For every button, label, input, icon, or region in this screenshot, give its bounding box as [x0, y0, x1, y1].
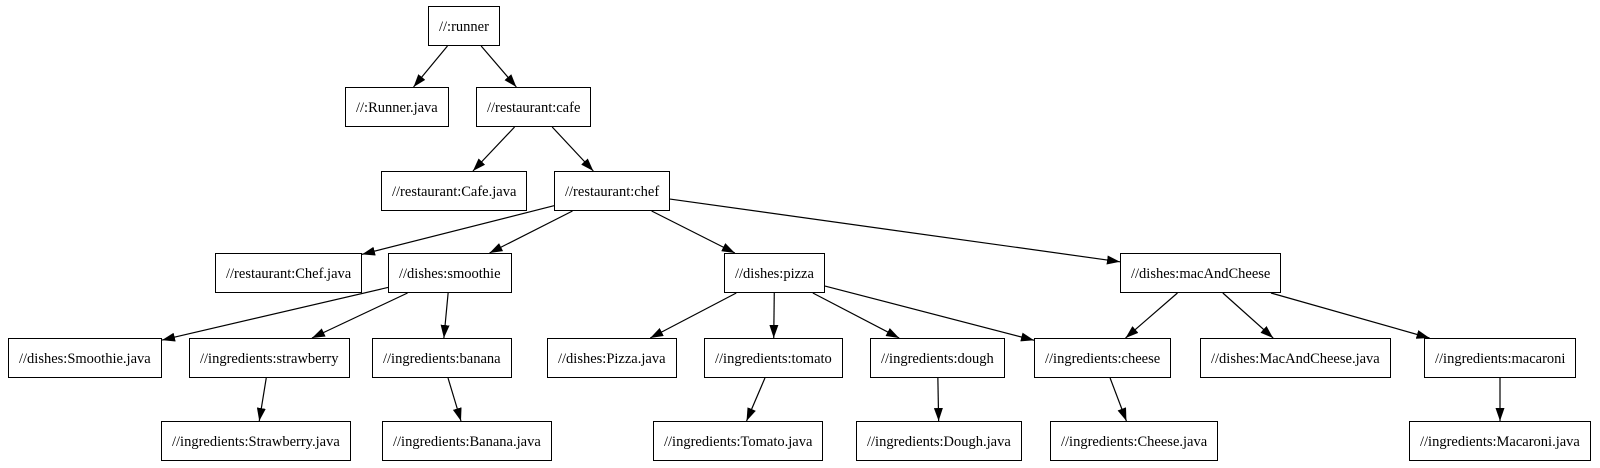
graph-node-strawberry: //ingredients:strawberry — [189, 338, 350, 378]
graph-node-smoothie-java: //dishes:Smoothie.java — [8, 338, 162, 378]
graph-node-macaroni: //ingredients:macaroni — [1424, 338, 1577, 378]
graph-node-dough: //ingredients:dough — [870, 338, 1005, 378]
graph-node-mac-and-cheese-java: //dishes:MacAndCheese.java — [1200, 338, 1391, 378]
edge-mac-and-cheese-to-macaroni — [1270, 292, 1430, 339]
graph-node-chef: //restaurant:chef — [554, 171, 671, 211]
graph-node-cafe: //restaurant:cafe — [476, 87, 592, 127]
graph-node-tomato-java: //ingredients:Tomato.java — [653, 421, 824, 461]
edge-smoothie-to-banana — [440, 292, 450, 339]
graph-node-banana-java: //ingredients:Banana.java — [382, 421, 552, 461]
edge-chef-to-chef-java — [361, 205, 555, 256]
edge-runner-to-cafe — [480, 45, 517, 88]
graph-node-runner: //:runner — [428, 6, 500, 46]
graph-node-pizza: //dishes:pizza — [724, 253, 825, 293]
graph-node-mac-and-cheese: //dishes:macAndCheese — [1120, 253, 1282, 293]
graph-node-tomato: //ingredients:tomato — [704, 338, 843, 378]
edge-cheese-to-cheese-java — [1109, 377, 1127, 422]
graph-node-macaroni-java: //ingredients:Macaroni.java — [1409, 421, 1591, 461]
edge-cafe-to-cafe-java — [472, 126, 516, 172]
graph-node-pizza-java: //dishes:Pizza.java — [547, 338, 677, 378]
graph-node-banana: //ingredients:banana — [372, 338, 512, 378]
edge-runner-to-runner-java — [413, 45, 448, 88]
edge-pizza-to-tomato — [769, 292, 779, 339]
graph-node-smoothie: //dishes:smoothie — [388, 253, 512, 293]
edge-strawberry-to-strawberry-java — [256, 377, 267, 422]
edge-pizza-to-pizza-java — [649, 292, 737, 339]
graph-node-chef-java: //restaurant:Chef.java — [215, 253, 363, 293]
edge-banana-to-banana-java — [447, 377, 462, 422]
graph-node-strawberry-java: //ingredients:Strawberry.java — [161, 421, 351, 461]
graph-node-cheese-java: //ingredients:Cheese.java — [1050, 421, 1219, 461]
edge-smoothie-to-smoothie-java — [161, 286, 389, 342]
edge-chef-to-pizza — [651, 210, 736, 254]
edge-pizza-to-dough — [812, 292, 900, 339]
edge-cafe-to-chef — [551, 126, 594, 172]
edge-mac-and-cheese-to-cheese — [1125, 292, 1178, 339]
graph-node-cheese: //ingredients:cheese — [1034, 338, 1172, 378]
edge-chef-to-mac-and-cheese — [669, 198, 1121, 265]
edge-chef-to-smoothie — [489, 210, 573, 254]
graph-node-cafe-java: //restaurant:Cafe.java — [381, 171, 528, 211]
edge-pizza-to-cheese — [824, 285, 1035, 342]
edge-dough-to-dough-java — [933, 377, 943, 422]
edge-smoothie-to-strawberry — [311, 292, 408, 339]
edge-mac-and-cheese-to-mac-and-cheese-java — [1222, 292, 1274, 339]
graph-node-runner-java: //:Runner.java — [345, 87, 449, 127]
edge-tomato-to-tomato-java — [746, 377, 766, 422]
graph-node-dough-java: //ingredients:Dough.java — [856, 421, 1022, 461]
